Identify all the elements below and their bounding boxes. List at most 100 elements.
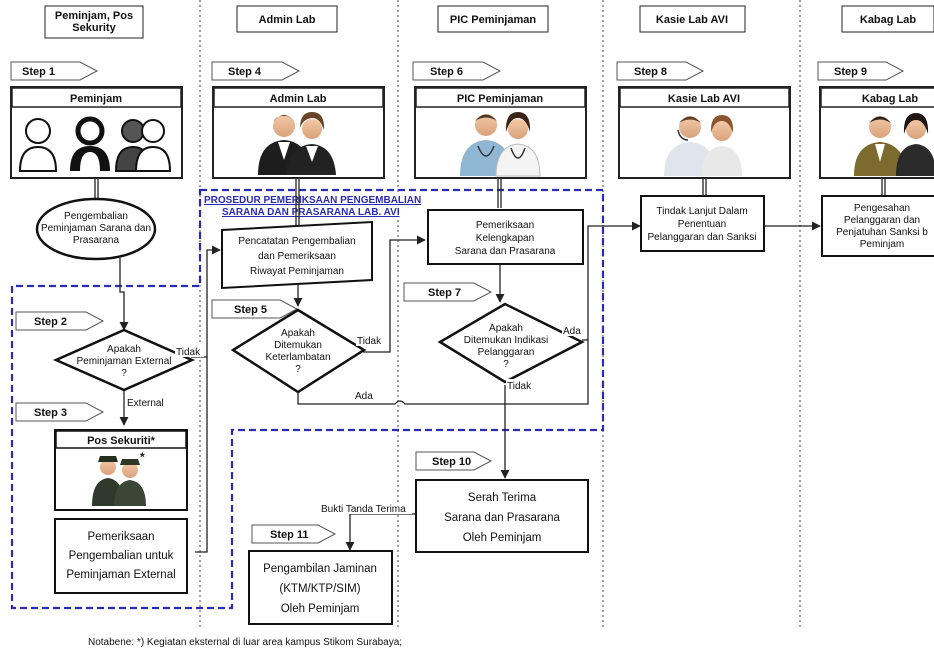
svg-text:Oleh Peminjam: Oleh Peminjam — [463, 532, 542, 544]
managers-icon — [854, 113, 934, 176]
svg-text:Ada: Ada — [355, 391, 373, 402]
security-guards-icon — [92, 456, 146, 506]
svg-text:Pencatatan Pengembalian: Pencatatan Pengembalian — [238, 236, 355, 247]
user-outline-icon — [18, 118, 58, 172]
svg-text:Riwayat Peminjaman: Riwayat Peminjaman — [250, 266, 344, 277]
svg-text:Peminjaman External: Peminjaman External — [66, 569, 175, 581]
lane-header-kasie: Kasie Lab AVI — [639, 5, 746, 33]
actor-admin-lab: Admin Lab — [212, 86, 385, 179]
step-6-tag: Step 6 — [412, 61, 502, 81]
svg-text:PIC Peminjaman: PIC Peminjaman — [450, 14, 536, 26]
actor-pos-sekuriti: Pos Sekuriti* * — [54, 429, 188, 511]
svg-text:(KTM/KTP/SIM): (KTM/KTP/SIM) — [279, 583, 360, 595]
step-3-tag: Step 3 — [15, 402, 105, 422]
pengembalian-ellipse: Pengembalian Peminjaman Sarana dan Prasa… — [35, 197, 157, 261]
svg-text:External: External — [127, 398, 164, 409]
svg-text:Step 8: Step 8 — [634, 66, 667, 78]
pengesahan-box: Pengesahan Pelanggaran dan Penjatuhan Sa… — [821, 195, 934, 257]
decision-keterlambatan: Apakah Ditemukan Keterlambatan ? — [230, 308, 367, 394]
svg-text:Step 11: Step 11 — [270, 529, 309, 541]
step-10-tag: Step 10 — [415, 451, 493, 471]
svg-text:Admin Lab: Admin Lab — [270, 93, 327, 105]
footnote: Notabene: *) Kegiatan eksternal di luar … — [88, 637, 402, 648]
svg-text:Pengambilan Jaminan: Pengambilan Jaminan — [263, 563, 377, 575]
svg-text:Step 6: Step 6 — [430, 66, 463, 78]
svg-text:dan Pemeriksaan: dan Pemeriksaan — [258, 251, 336, 262]
svg-text:Pelanggaran: Pelanggaran — [478, 347, 535, 358]
svg-text:Sarana dan Prasarana: Sarana dan Prasarana — [455, 246, 556, 257]
pemeriksaan-external-box: Pemeriksaan Pengembalian untuk Peminjama… — [54, 518, 188, 594]
actor-kabag-lab: Kabag Lab — [819, 86, 934, 179]
svg-text:Pengesahan: Pengesahan — [854, 203, 910, 214]
svg-text:Apakah: Apakah — [107, 344, 141, 355]
svg-text:*: * — [140, 450, 145, 464]
step-2-tag: Step 2 — [15, 311, 105, 331]
svg-text:Pengembalian: Pengembalian — [64, 211, 128, 222]
decision-external: Apakah Peminjaman External ? — [52, 328, 196, 392]
svg-text:Peminjaman External: Peminjaman External — [76, 356, 171, 367]
svg-text:Admin Lab: Admin Lab — [259, 14, 316, 26]
svg-text:Kabag Lab: Kabag Lab — [860, 14, 917, 26]
svg-text:Prasarana: Prasarana — [73, 235, 120, 246]
actor-peminjam: Peminjam — [10, 86, 183, 179]
svg-text:Step 7: Step 7 — [428, 287, 461, 299]
svg-text:Step 10: Step 10 — [432, 456, 471, 468]
svg-text:Penjatuhan Sanksi b: Penjatuhan Sanksi b — [836, 227, 928, 238]
svg-text:Sarana dan Prasarana: Sarana dan Prasarana — [444, 512, 560, 524]
tindak-lanjut-box: Tindak Lanjut Dalam Penentuan Pelanggara… — [640, 195, 765, 252]
pemeriksaan-kelengkapan-box: Pemeriksaan Kelengkapan Sarana dan Prasa… — [427, 209, 584, 265]
svg-text:Step 2: Step 2 — [34, 316, 67, 328]
actor-kasie-lab-avi: Kasie Lab AVI — [618, 86, 791, 179]
svg-text:Pemeriksaan: Pemeriksaan — [87, 531, 154, 543]
svg-text:Step 3: Step 3 — [34, 407, 67, 419]
step-4-tag: Step 4 — [211, 61, 301, 81]
step-7-tag: Step 7 — [403, 282, 493, 302]
svg-text:Kasie Lab AVI: Kasie Lab AVI — [656, 14, 728, 26]
svg-text:Pemeriksaan: Pemeriksaan — [476, 220, 534, 231]
svg-text:Tidak: Tidak — [507, 381, 532, 392]
svg-text:Tindak Lanjut Dalam: Tindak Lanjut Dalam — [656, 206, 747, 217]
svg-text:Kabag Lab: Kabag Lab — [862, 93, 919, 105]
decision-pelanggaran: Apakah Ditemukan Indikasi Pelanggaran ? — [437, 302, 585, 384]
svg-text:Step 1: Step 1 — [22, 66, 55, 78]
svg-text:Peminjaman Sarana dan: Peminjaman Sarana dan — [41, 223, 151, 234]
svg-text:?: ? — [503, 359, 509, 370]
lane-header-kabag: Kabag Lab — [841, 5, 934, 33]
svg-text:Pelanggaran dan Sanksi: Pelanggaran dan Sanksi — [648, 232, 757, 243]
step-8-tag: Step 8 — [616, 61, 705, 81]
svg-text:Bukti Tanda Terima: Bukti Tanda Terima — [321, 504, 406, 515]
svg-text:Kasie Lab AVI: Kasie Lab AVI — [668, 93, 740, 105]
waiters-icon — [258, 112, 336, 175]
svg-text:Sekurity: Sekurity — [72, 22, 116, 34]
svg-text:Pelanggaran dan: Pelanggaran dan — [844, 215, 920, 226]
svg-text:Peminjam: Peminjam — [70, 93, 122, 105]
user-filled-icon — [70, 116, 110, 171]
svg-text:Ditemukan Indikasi: Ditemukan Indikasi — [464, 335, 548, 346]
svg-text:SARANA DAN PRASARANA LAB. AVI: SARANA DAN PRASARANA LAB. AVI — [222, 207, 400, 218]
svg-text:Pos Sekuriti*: Pos Sekuriti* — [87, 435, 156, 447]
svg-text:PROSEDUR PEMERIKSAAN PENGEMBAL: PROSEDUR PEMERIKSAAN PENGEMBALIAN — [204, 195, 421, 206]
prosedur-title: PROSEDUR PEMERIKSAAN PENGEMBALIAN SARANA… — [203, 193, 427, 219]
svg-text:Kelengkapan: Kelengkapan — [476, 233, 534, 244]
actor-pic-peminjaman: PIC Peminjaman — [414, 86, 587, 179]
svg-text:Oleh Peminjam: Oleh Peminjam — [281, 603, 360, 615]
svg-text:Pengembalian untuk: Pengembalian untuk — [69, 550, 174, 562]
svg-text:Apakah: Apakah — [489, 323, 523, 334]
svg-text:Step 4: Step 4 — [228, 66, 262, 78]
svg-text:Ada: Ada — [563, 326, 581, 337]
svg-text:Serah Terima: Serah Terima — [468, 492, 537, 504]
process-frame — [10, 188, 605, 610]
users-group-icon — [114, 119, 172, 172]
lane-header-peminjam: Peminjam, Pos Sekurity — [44, 5, 144, 39]
svg-text:Peminjam: Peminjam — [860, 239, 904, 250]
svg-text:?: ? — [295, 364, 301, 375]
svg-text:Peminjam, Pos: Peminjam, Pos — [55, 10, 133, 22]
svg-text:PIC Peminjaman: PIC Peminjaman — [457, 93, 543, 105]
operators-icon — [664, 115, 742, 176]
pencatatan-box: Pencatatan Pengembalian dan Pemeriksaan … — [221, 220, 373, 290]
svg-text:Apakah: Apakah — [281, 328, 315, 339]
step-9-tag: Step 9 — [817, 61, 905, 81]
branch-labels: Tidak External Tidak Ada Ada Tidak Bukti… — [126, 324, 582, 515]
lane-header-pic: PIC Peminjaman — [437, 5, 549, 33]
